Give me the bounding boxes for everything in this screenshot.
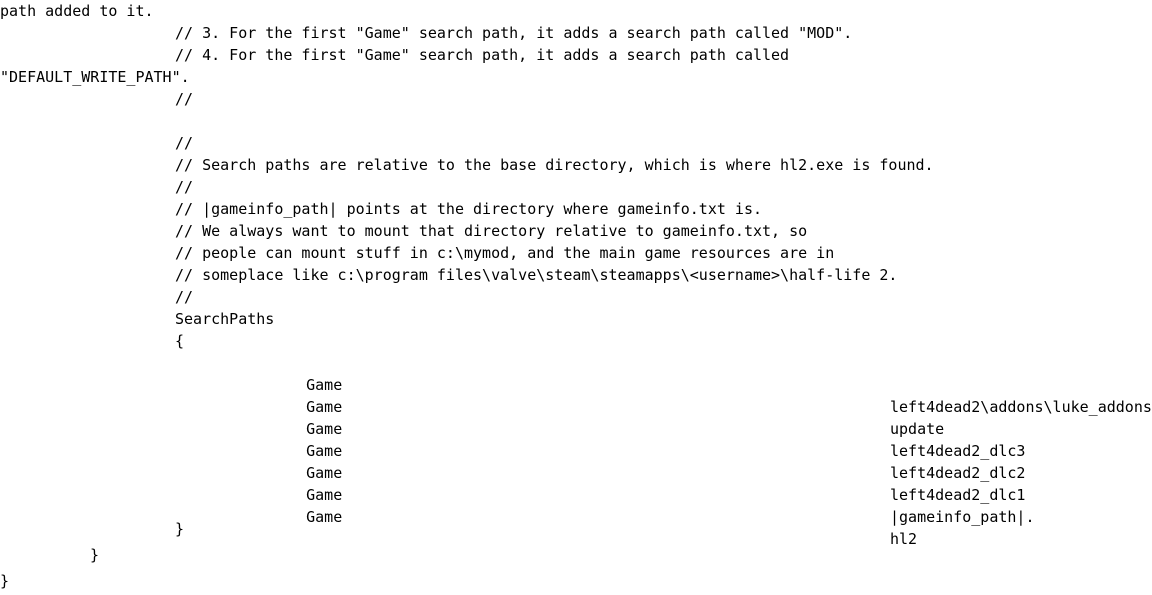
search-path-value: left4dead2\addons\luke_addons xyxy=(890,398,1152,416)
code-comment: // 4. For the first "Game" search path, … xyxy=(175,46,790,64)
searchpaths-keyword: SearchPaths xyxy=(175,310,275,328)
search-path-row: Game left4dead2\addons\luke_addons xyxy=(270,352,1152,416)
code-comment: // We always want to mount that director… xyxy=(175,222,808,240)
code-comment: // someplace like c:\program files\valve… xyxy=(175,266,898,284)
code-comment: // Search paths are relative to the base… xyxy=(175,156,934,174)
search-path-row: Game left4dead2_dlc1 xyxy=(270,440,1025,504)
search-path-value: |gameinfo_path|. xyxy=(890,508,1035,526)
code-comment: // xyxy=(175,90,194,108)
search-path-key: Game xyxy=(306,420,343,438)
code-comment: // |gameinfo_path| points at the directo… xyxy=(175,200,762,218)
code-comment: // xyxy=(175,288,194,306)
close-brace: } xyxy=(0,572,10,590)
close-brace: } xyxy=(175,520,185,538)
code-line: "DEFAULT_WRITE_PATH". xyxy=(0,68,190,86)
search-path-key: Game xyxy=(306,508,343,526)
search-path-key: Game xyxy=(306,398,343,416)
close-brace: } xyxy=(90,546,100,564)
code-line: path added to it. xyxy=(0,2,154,20)
search-path-row: Game hl2 xyxy=(270,484,917,548)
search-path-value: left4dead2_dlc2 xyxy=(890,464,1026,482)
search-path-row: Game update xyxy=(270,374,944,438)
code-comment: // people can mount stuff in c:\mymod, a… xyxy=(175,244,835,262)
code-comment: // xyxy=(175,134,194,152)
code-comment: // xyxy=(175,178,194,196)
code-comment: // 3. For the first "Game" search path, … xyxy=(175,24,853,42)
search-path-key: Game xyxy=(306,464,343,482)
search-path-key: Game xyxy=(306,442,343,460)
search-path-row: Game left4dead2_dlc2 xyxy=(270,418,1025,482)
search-path-value: hl2 xyxy=(890,530,918,548)
search-path-row: Game left4dead2_dlc3 xyxy=(270,396,1025,460)
search-path-row: Game |gameinfo_path|. xyxy=(270,462,1034,526)
search-path-value: left4dead2_dlc3 xyxy=(890,442,1026,460)
search-path-value: update xyxy=(890,420,945,438)
search-path-value: left4dead2_dlc1 xyxy=(890,486,1026,504)
search-path-key: Game xyxy=(306,486,343,504)
open-brace: { xyxy=(175,332,185,350)
search-path-key: Game xyxy=(306,376,343,394)
